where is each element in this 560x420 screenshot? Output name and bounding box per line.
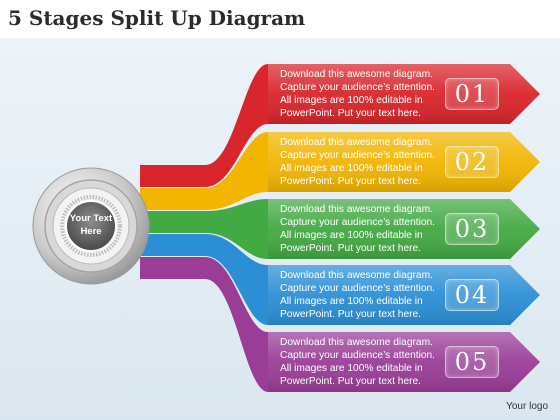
page-title: 5 Stages Split Up Diagram	[8, 6, 306, 30]
stage-text-5: Download this awesome diagram. Capture yo…	[280, 336, 445, 388]
stage-text-4: Download this awesome diagram. Capture yo…	[280, 269, 445, 321]
stage-text-3: Download this awesome diagram. Capture yo…	[280, 203, 445, 255]
stage-text-line: Download this awesome diagram.	[280, 270, 433, 281]
hub-label-line2: Here	[80, 226, 102, 237]
stage-number-1: 01	[445, 78, 499, 110]
stage-text-line: Capture your audience’s attention.	[280, 283, 435, 294]
stage-text-line: Download this awesome diagram.	[280, 137, 433, 148]
stage-text-line: All images are 100% editable in	[280, 363, 423, 374]
stage-text-line: PowerPoint. Put your text here.	[280, 376, 421, 387]
stage-text-line: Capture your audience’s attention.	[280, 150, 435, 161]
stage-number-3: 03	[445, 213, 499, 245]
stage-text-line: All images are 100% editable in	[280, 230, 423, 241]
stage-text-line: All images are 100% editable in	[280, 95, 423, 106]
stage-text-line: PowerPoint. Put your text here.	[280, 176, 421, 187]
stage-connector-3	[140, 199, 268, 259]
hub-label: Your Text Here	[62, 212, 120, 238]
stage-number-2: 02	[445, 146, 499, 178]
stage-text-line: Download this awesome diagram.	[280, 337, 433, 348]
stage-text-line: PowerPoint. Put your text here.	[280, 243, 421, 254]
hub-label-line1: Your Text	[69, 213, 113, 224]
stage-text-line: All images are 100% editable in	[280, 296, 423, 307]
stage-text-line: All images are 100% editable in	[280, 163, 423, 174]
title-bar: 5 Stages Split Up Diagram	[0, 0, 560, 38]
stage-text-2: Download this awesome diagram. Capture yo…	[280, 136, 445, 188]
stage-text-line: Capture your audience’s attention.	[280, 217, 435, 228]
center-hub	[32, 167, 150, 285]
stage-text-line: Capture your audience’s attention.	[280, 82, 435, 93]
stage-text-line: Download this awesome diagram.	[280, 69, 433, 80]
stage-text-line: Capture your audience’s attention.	[280, 350, 435, 361]
stage-text-line: PowerPoint. Put your text here.	[280, 108, 421, 119]
stage-number-5: 05	[445, 346, 499, 378]
stage-text-line: PowerPoint. Put your text here.	[280, 309, 421, 320]
logo-text: Your logo	[506, 401, 548, 412]
stage-text-1: Download this awesome diagram. Capture yo…	[280, 68, 445, 120]
stage-connector-2	[140, 132, 268, 210]
stage-connector-5	[140, 257, 268, 392]
stage-connector-4	[140, 234, 268, 325]
stage-number-4: 04	[445, 279, 499, 311]
stage-text-line: Download this awesome diagram.	[280, 204, 433, 215]
stage-connector-1	[140, 64, 268, 187]
